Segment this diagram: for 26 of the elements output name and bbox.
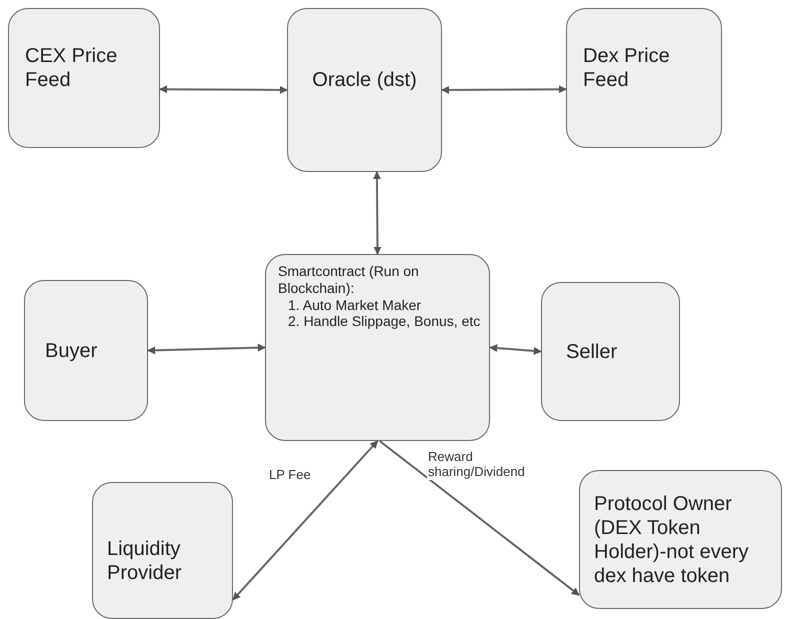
node-title: Seller: [566, 340, 618, 364]
arrow: [372, 171, 382, 255]
process-box: [566, 8, 722, 148]
process-box: [8, 8, 160, 148]
node-title: Dex Price Feed: [583, 44, 671, 92]
process-box: [92, 482, 233, 619]
node-title: Buyer: [45, 338, 98, 362]
process-box: [287, 8, 442, 172]
list-item: 1. Auto Market Maker: [287, 296, 422, 314]
process-box: [579, 470, 782, 609]
process-box: [541, 282, 680, 421]
process-box: [24, 280, 148, 421]
arrow: [232, 440, 378, 600]
process-box: [265, 254, 490, 441]
node-title: Smartcontract (Run on Blockchain):: [278, 263, 420, 297]
node-title: CEX Price Feed: [25, 44, 118, 92]
node-title: Liquidity Provider: [107, 536, 182, 584]
arrow: [159, 85, 288, 94]
arrow: [379, 440, 580, 596]
edge-label: Reward sharing/Dividend: [427, 450, 524, 480]
arrow: [489, 344, 542, 355]
node-title: Oracle (dst): [312, 68, 417, 92]
list-item: 2. Handle Slippage, Bonus, etc: [287, 313, 480, 330]
node-title: Protocol Owner (DEX Token Holder)-not every dex have token: [594, 492, 750, 588]
arrow: [147, 344, 266, 354]
arrow: [441, 85, 567, 94]
